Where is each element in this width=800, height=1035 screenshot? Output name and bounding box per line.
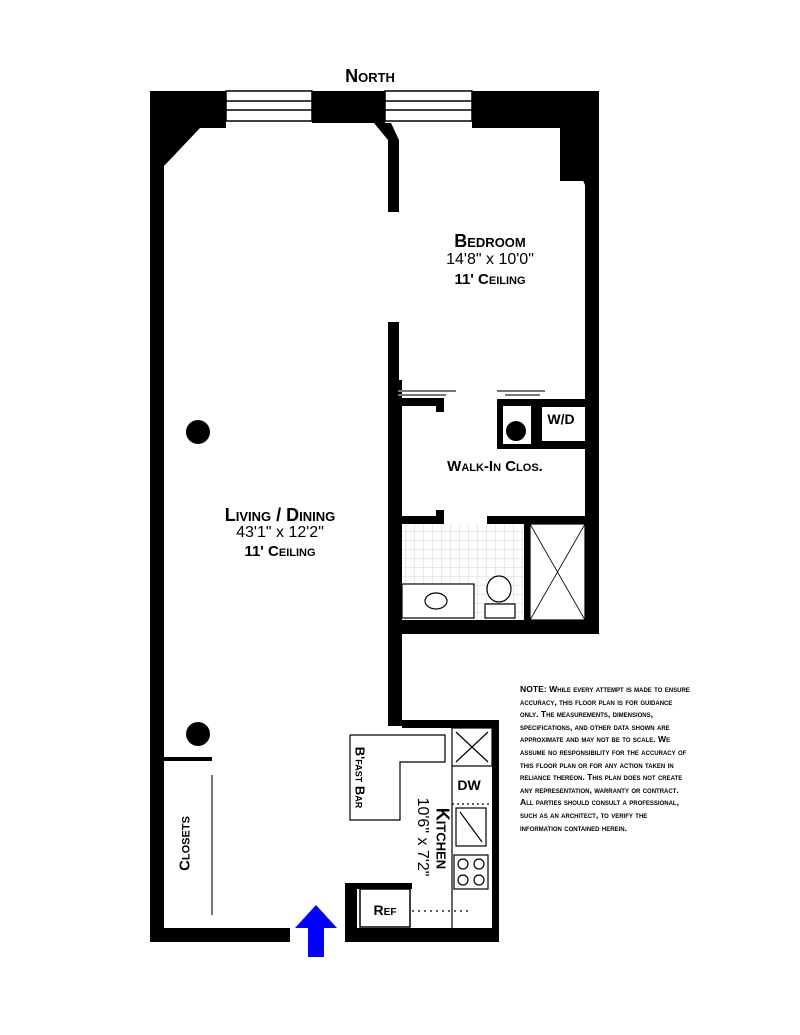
bedroom-name: Bedroom [454,231,526,251]
living-dining-ceiling: 11' Ceiling [244,543,316,560]
washer-dryer-label: W/D [547,411,575,427]
kitchen-dimensions: 10'6" x 7'2" [414,797,431,877]
column [506,421,526,441]
living-dining-dimensions: 43'1" x 12'2" [236,524,324,541]
column [186,722,210,746]
kitchen-name: Kitchen [432,807,453,870]
compass-north-label: North [345,66,395,86]
living-dining-name: Living / Dining [224,505,336,525]
walls [150,91,599,942]
dishwasher-label: DW [457,777,481,793]
bedroom-ceiling: 11' Ceiling [454,271,526,288]
walk-in-closet-name: Walk-In Clos. [447,458,543,475]
kitchen-fixtures [349,727,493,928]
column [186,420,210,444]
breakfast-bar-label: B'fast Bar [352,746,368,809]
disclaimer-note: NOTE: While every attempt is made to ens… [520,684,690,833]
bathroom-fixtures [401,523,586,621]
sliding-doors [211,390,545,915]
north-windows [225,90,473,122]
refrigerator-label: Ref [373,902,397,918]
entrance-arrow-icon [295,905,337,957]
bedroom-dimensions: 14'8" x 10'0" [446,251,534,268]
closets-label: Closets [176,816,194,871]
